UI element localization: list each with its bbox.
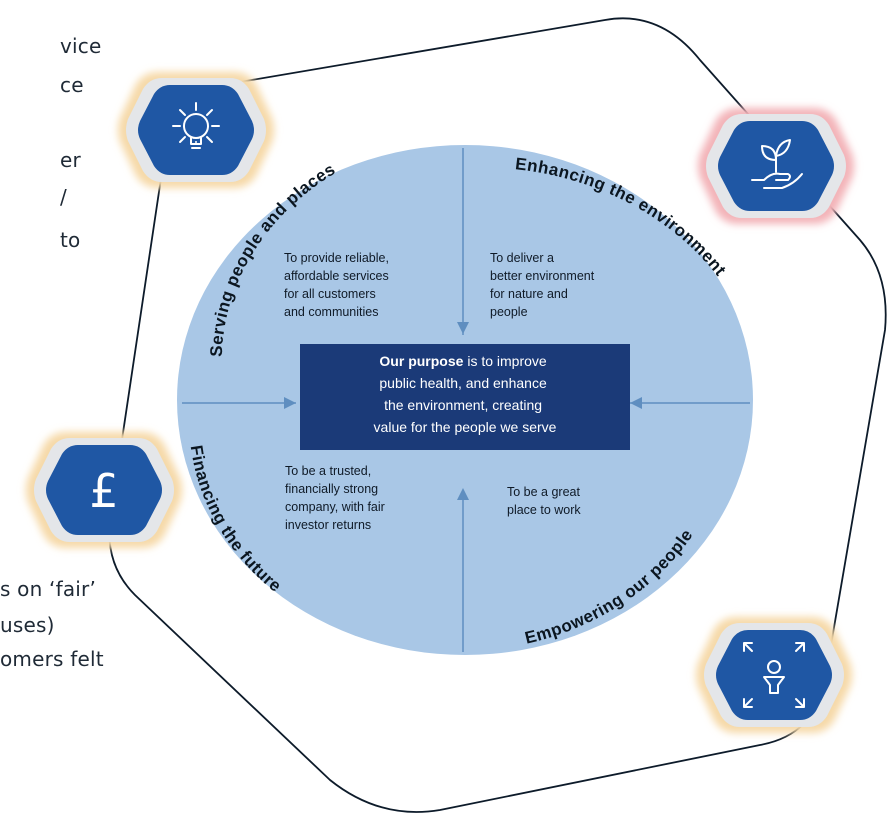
text-fragment: to	[60, 228, 81, 252]
arrow-up	[457, 488, 469, 500]
quadrant-text-bottom-right: To be a great place to work	[507, 485, 583, 517]
text-fragment: uses)	[0, 613, 55, 637]
arrow-right	[284, 397, 296, 409]
badge-innovation	[118, 72, 274, 188]
badge-people	[696, 617, 852, 733]
plant-in-hand-icon	[751, 139, 803, 189]
badge-finance: £	[26, 432, 182, 548]
purpose-box	[300, 344, 630, 450]
text-fragment: /	[60, 185, 67, 209]
lightbulb-gear-icon	[172, 102, 220, 149]
text-fragment: vice	[60, 34, 102, 58]
text-fragment: ce	[60, 73, 84, 97]
arrow-left	[630, 397, 642, 409]
purpose-statement: Our purpose is to improve public health,…	[374, 353, 557, 435]
text-fragment: omers felt	[0, 647, 104, 671]
quadrant-text-top-right: To deliver a better environment for natu…	[490, 251, 598, 319]
arrow-down	[457, 322, 469, 334]
pound-sterling-icon: £	[89, 464, 118, 518]
quadrant-text-top-left: To provide reliable, affordable services…	[284, 251, 392, 319]
text-fragment: er	[60, 148, 81, 172]
text-fragment: s on ‘fair’	[0, 577, 97, 601]
quadrant-text-bottom-left: To be a trusted, financially strong comp…	[285, 464, 388, 532]
person-expand-icon	[743, 642, 805, 708]
badge-environment	[698, 108, 854, 224]
